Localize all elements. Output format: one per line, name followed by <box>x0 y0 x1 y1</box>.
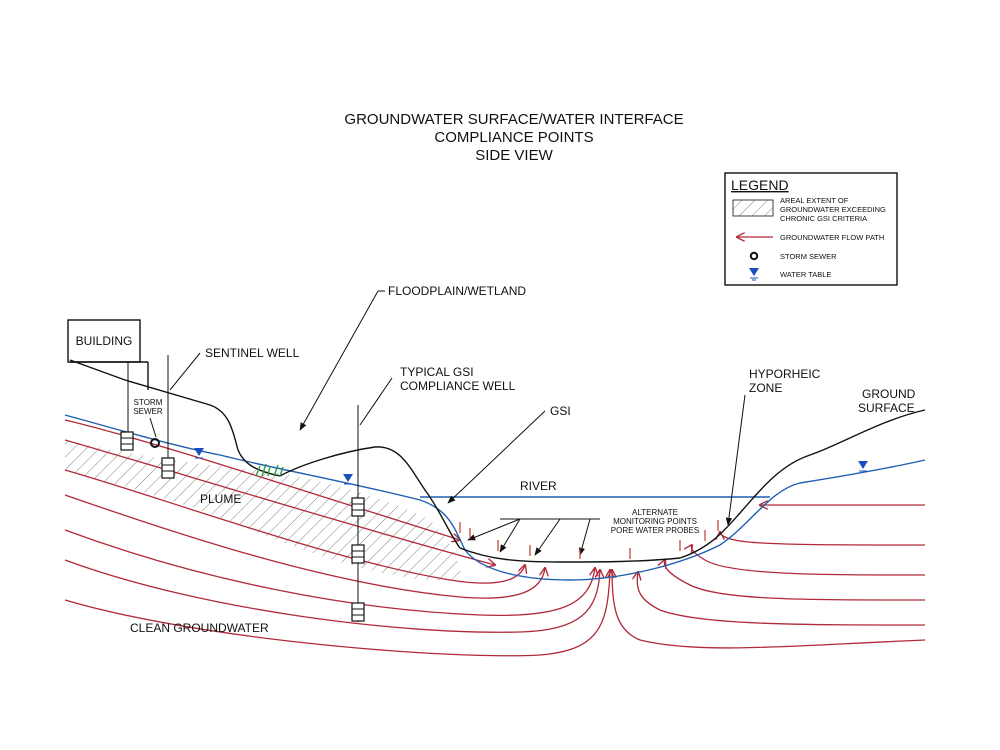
flow-line-3 <box>64 469 525 584</box>
sewer-screen <box>120 431 134 451</box>
alternate-monitoring-callout: ALTERNATE MONITORING POINTS PORE WATER P… <box>467 508 699 556</box>
gsi-well-label-2: COMPLIANCE WELL <box>400 379 516 393</box>
flow-line-11 <box>691 545 926 576</box>
alternate-label-3: PORE WATER PROBES <box>611 526 699 535</box>
river-label: RIVER <box>520 479 557 493</box>
hyporheic-callout: HYPORHEIC ZONE <box>725 367 821 526</box>
gsi-compliance-well: TYPICAL GSI COMPLIANCE WELL <box>351 365 516 622</box>
clean-groundwater-label: CLEAN GROUNDWATER <box>130 621 269 635</box>
flow-line-8 <box>612 570 926 649</box>
legend-item-2: GROUNDWATER FLOW PATH <box>780 233 884 242</box>
flow-line-5 <box>64 529 595 617</box>
wetland-vegetation-icon <box>255 463 284 477</box>
storm-sewer: STORM SEWER <box>120 362 163 451</box>
flow-line-6 <box>64 559 600 633</box>
ground-surface <box>69 359 926 563</box>
water-table-marker-2 <box>343 474 353 485</box>
flow-line-2 <box>64 439 495 565</box>
title-line-3: SIDE VIEW <box>475 147 553 164</box>
flow-line-10 <box>664 560 926 601</box>
legend-item-1-line-2: GROUNDWATER EXCEEDING <box>780 205 886 214</box>
flow-line-1 <box>64 419 460 540</box>
legend: LEGEND AREAL EXTENT OF GROUNDWATER EXCEE… <box>724 172 898 286</box>
storm-sewer-icon <box>749 251 759 261</box>
legend-box <box>724 172 898 286</box>
flow-lines <box>64 419 926 657</box>
flow-line-4 <box>64 494 545 599</box>
ground-surface-label-2: SURFACE <box>858 401 915 415</box>
pore-water-probes <box>459 520 719 559</box>
water-table-icon <box>749 268 759 281</box>
title-line-1: GROUNDWATER SURFACE/WATER INTERFACE <box>344 111 683 128</box>
legend-heading: LEGEND <box>731 177 789 193</box>
storm-sewer-label-1: STORM <box>134 398 163 407</box>
gsi-label: GSI <box>550 404 571 418</box>
storm-sewer-icon <box>150 438 160 448</box>
ground-surface-label-1: GROUND <box>862 387 916 401</box>
diagram-title: GROUNDWATER SURFACE/WATER INTERFACE COMP… <box>344 111 683 164</box>
gsi-well-label-1: TYPICAL GSI <box>400 365 474 379</box>
legend-item-1-line-1: AREAL EXTENT OF <box>780 196 849 205</box>
water-table-marker-1 <box>194 448 204 459</box>
building: BUILDING <box>67 319 149 390</box>
flow-line-9 <box>637 572 926 626</box>
building-label: BUILDING <box>76 334 133 348</box>
legend-item-1-line-3: CHRONIC GSI CRITERIA <box>780 214 867 223</box>
alternate-label-2: MONITORING POINTS <box>613 517 697 526</box>
flow-line-7 <box>64 570 610 657</box>
storm-sewer-label-2: SEWER <box>133 407 163 416</box>
water-table-marker-3 <box>858 461 868 472</box>
floodplain-label: FLOODPLAIN/WETLAND <box>388 284 526 298</box>
plume-label: PLUME <box>200 492 241 506</box>
title-line-2: COMPLIANCE POINTS <box>434 129 593 146</box>
flow-line-12 <box>720 532 926 546</box>
sentinel-well-screen <box>161 457 175 479</box>
legend-hatch-swatch <box>732 199 774 217</box>
plume-area <box>65 440 462 581</box>
hyporheic-label-2: ZONE <box>749 381 782 395</box>
alternate-label-1: ALTERNATE <box>632 508 678 517</box>
hyporheic-label-1: HYPORHEIC <box>749 367 821 381</box>
sentinel-well: SENTINEL WELL <box>161 346 300 479</box>
ground-surface-callout: GROUND SURFACE <box>858 387 916 415</box>
sentinel-well-label: SENTINEL WELL <box>205 346 300 360</box>
floodplain-callout: FLOODPLAIN/WETLAND <box>299 284 526 431</box>
legend-item-3: STORM SEWER <box>780 252 837 261</box>
gsi-callout: GSI <box>447 404 571 504</box>
legend-item-4: WATER TABLE <box>780 270 831 279</box>
water-table-line <box>64 414 926 581</box>
